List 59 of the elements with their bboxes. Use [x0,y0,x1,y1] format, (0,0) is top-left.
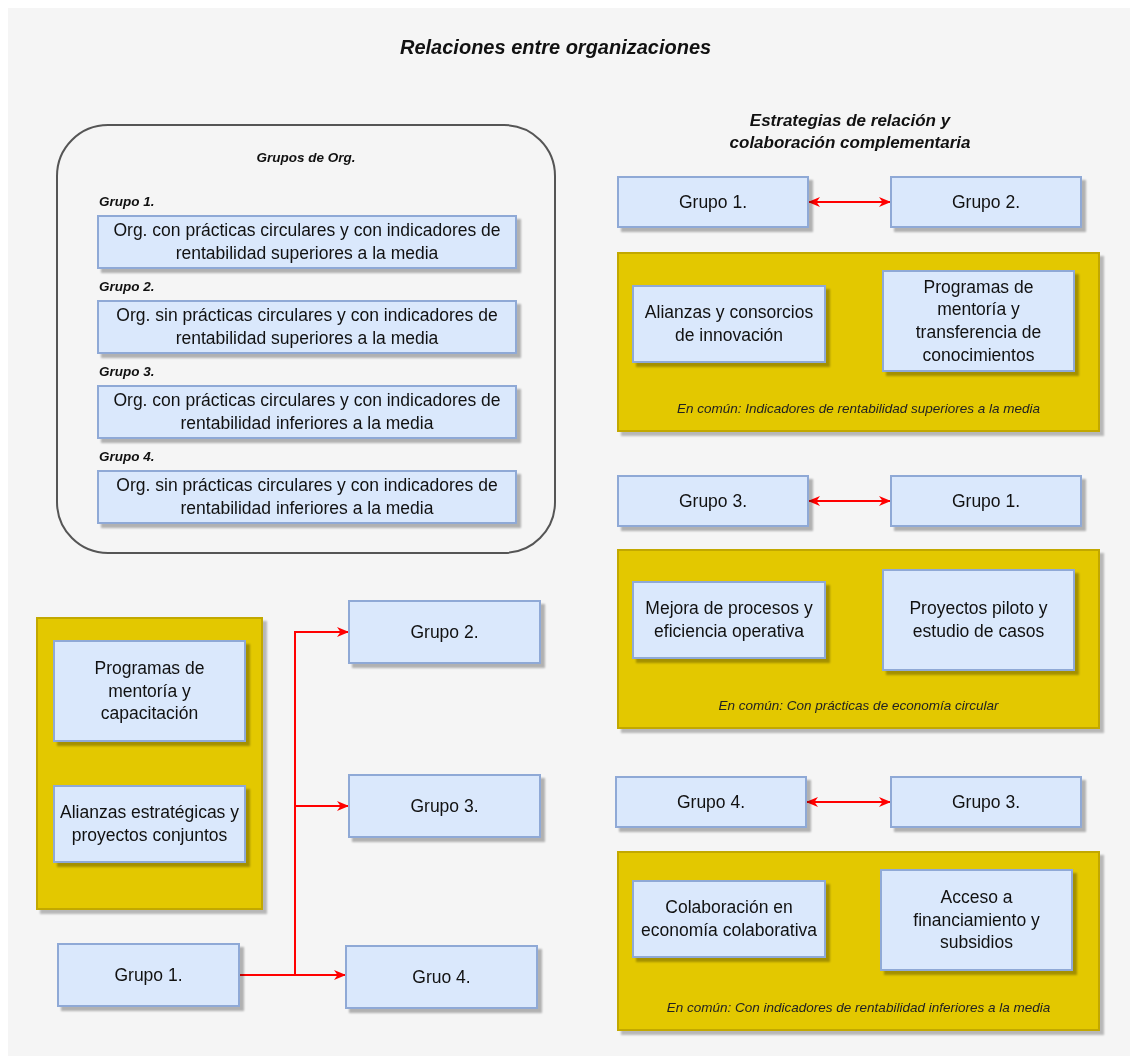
box-text: Org. sin prácticas circulares y con indicadores de rentabilidad inferiores a la media [115,474,499,520]
box-text: Grupo 1. [951,489,1021,513]
process-box [890,776,1082,828]
box-text: Grupo 3. [678,489,748,513]
process-box [632,285,826,363]
box-text: Programas de mentoría y transferencia de conocimientos [914,275,1043,367]
box-heading: Grupo 4. [99,448,155,466]
box-text: Acceso a financiamiento y subsidios [912,885,1041,955]
box-text: Mejora de procesos y eficiencia operativa [644,597,814,643]
box-heading: Grupo 1. [99,193,155,211]
process-box [632,880,826,958]
strategy-panel [617,549,1100,729]
diagram-title: Relaciones entre organizaciones [400,36,712,59]
process-box [57,943,240,1007]
process-box [890,475,1082,527]
process-box [882,270,1075,372]
box-text: Grupo 3. [410,794,479,818]
process-box [890,176,1082,228]
process-box [348,774,541,838]
process-box [880,869,1073,971]
process-box [615,776,807,828]
box-heading: Grupo 2. [99,278,155,296]
box-text: Gruo 4. [412,965,471,989]
box-text: Grupo 3. [951,790,1021,814]
panel-caption: En común: Indicadores de rentabilidad superiores a la media [675,401,1042,416]
box-text: Org. con prácticas circulares y con indicadores de rentabilidad inferiores a la media [112,389,502,435]
box-text: Org. con prácticas circulares y con indicadores de rentabilidad superiores a la media [112,219,502,265]
box-text: Colaboración en economía colaborativa [639,896,819,942]
arrow [808,496,891,506]
arrow [806,797,891,807]
arrow [239,970,346,980]
box-text: Programas de mentoría y capacitación [93,656,206,726]
box-text: Proyectos piloto y estudio de casos [908,597,1049,643]
container-heading: Grupos de Org. [255,150,357,165]
panel-caption: En común: Con prácticas de economía circular [717,698,1000,713]
process-box [617,475,809,527]
strategy-panel [617,252,1100,432]
box-text: Grupo 2. [410,620,479,644]
section-heading: Estrategias de relación y colaboración complementaria [728,110,972,155]
process-box [632,581,826,659]
box-text: Grupo 1. [678,190,748,214]
box-text: Org. sin prácticas circulares y con indicadores de rentabilidad superiores a la media [115,304,499,350]
box-text: Alianzas y consorcios de innovación [643,301,815,347]
process-box [53,640,246,742]
process-box [345,945,538,1009]
box-heading: Grupo 3. [99,363,155,381]
strategy-panel [617,851,1100,1031]
process-box [53,785,246,863]
box-text: Grupo 2. [951,190,1021,214]
process-box [882,569,1075,671]
panel-box [36,617,263,910]
arrow [808,197,891,207]
box-text: Alianzas estratégicas y proyectos conjuntos [59,801,240,847]
process-box [617,176,809,228]
box-text: Grupo 4. [676,790,746,814]
panel-caption: En común: Con indicadores de rentabilidad inferiores a la media [665,1000,1052,1015]
group-container [56,124,556,554]
box-text: Grupo 1. [114,963,183,987]
process-box [348,600,541,664]
